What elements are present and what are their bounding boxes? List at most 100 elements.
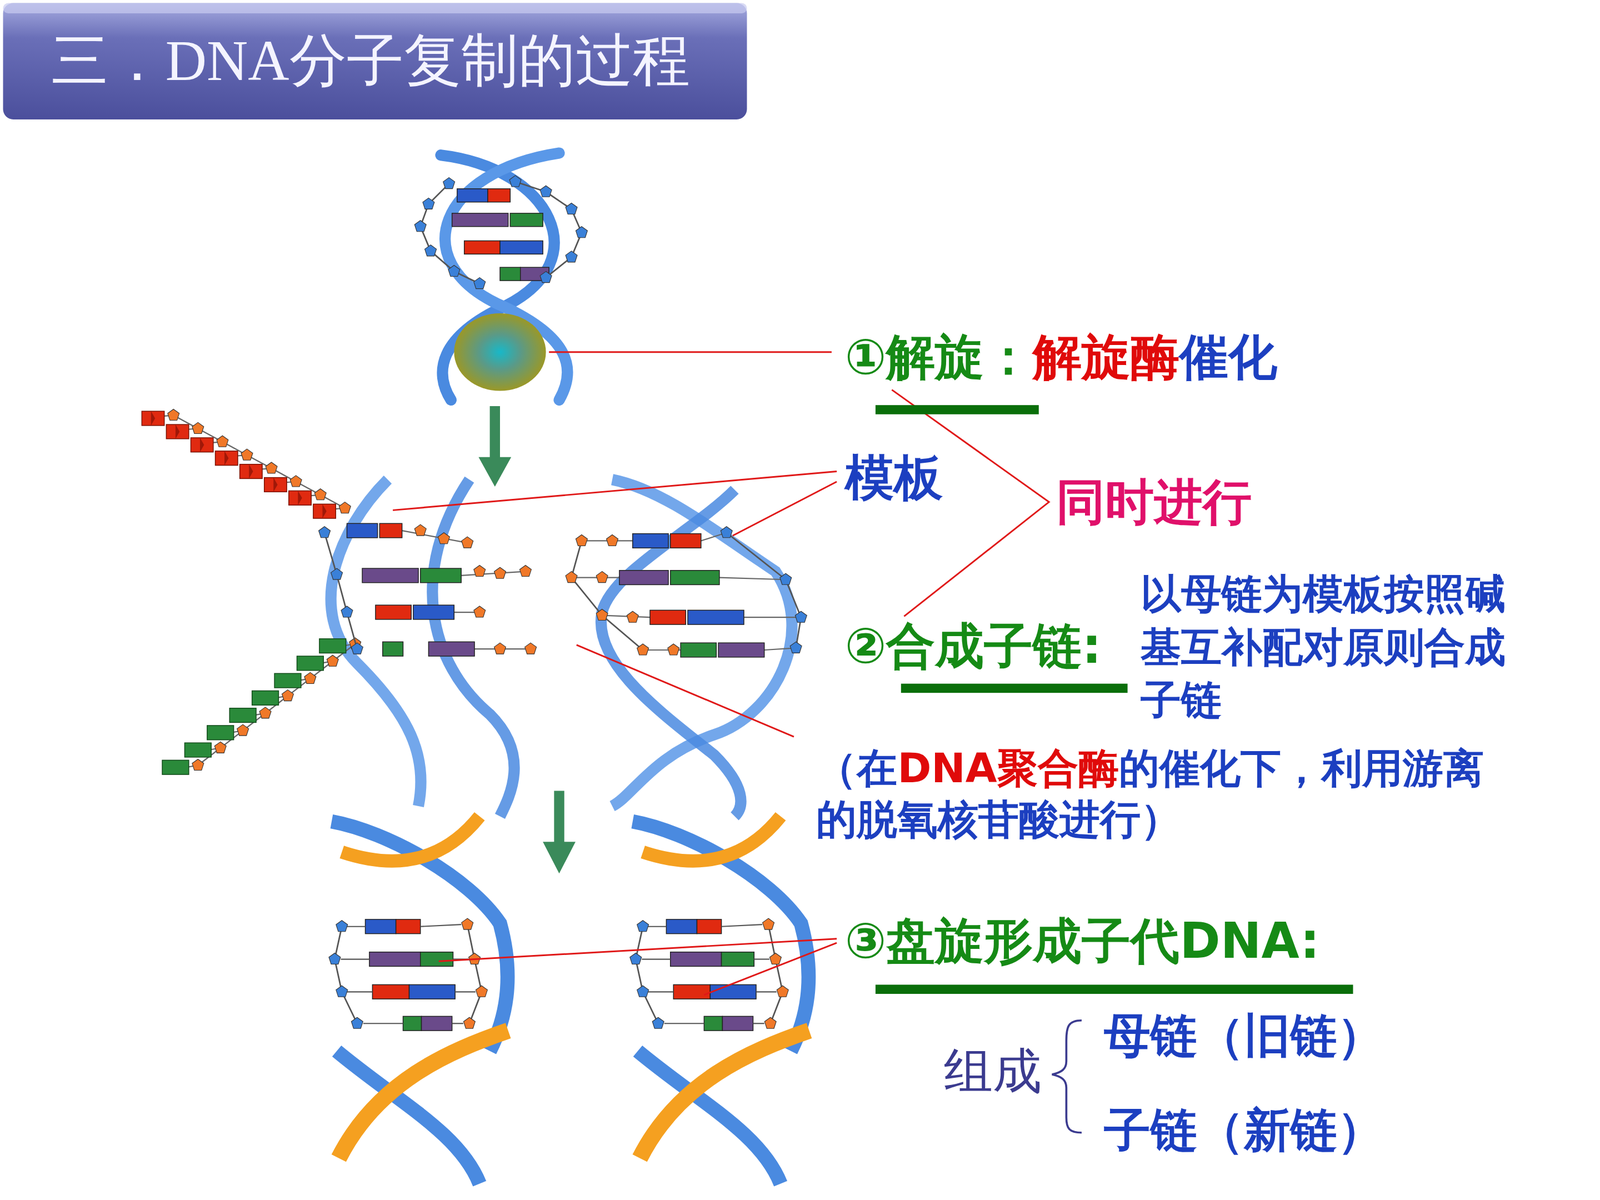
parent-dna [414, 153, 588, 400]
simultaneous-label: 同时进行 [1056, 472, 1252, 532]
replication-fork-part [190, 435, 228, 452]
parent-dna-part [453, 313, 546, 392]
replication-fork-part [795, 611, 807, 623]
replication-fork-part [719, 577, 786, 580]
replication-fork-part [743, 616, 802, 618]
replication-fork-part [351, 642, 363, 654]
step-arrow-part [542, 841, 576, 874]
parent-dna-part [510, 213, 543, 227]
composition-label-text: 组成 [943, 1043, 1042, 1099]
parent-dna-part [500, 240, 543, 254]
parent-dna-part [414, 220, 427, 232]
replication-fork-part [379, 523, 402, 538]
replication-fork-part [525, 642, 537, 654]
parent-dna-part [443, 177, 455, 189]
parent-dna-part [487, 188, 510, 203]
title-text-text: 三．DNA分子复制的过程 [51, 28, 690, 93]
replication-fork-part [420, 568, 462, 583]
replication-fork-part [519, 565, 532, 577]
replication-fork-part [720, 526, 733, 538]
replication-fork-part [184, 741, 227, 758]
replication-fork-part [215, 448, 253, 465]
replication-fork-part [274, 672, 317, 688]
strand-label: 母链（旧链） [1103, 1007, 1384, 1064]
brace [1052, 1020, 1082, 1133]
leader-line-part [703, 942, 837, 995]
step-label-text: ①解旋： [845, 328, 1034, 386]
replication-fork-part [414, 524, 427, 536]
composition-label: 组成 [943, 1042, 1042, 1102]
step-underline-part [875, 405, 1039, 415]
parent-dna-part [540, 271, 552, 283]
replication-fork-part [313, 502, 351, 519]
replication-fork-part [461, 571, 526, 576]
replication-fork-part [612, 479, 792, 807]
step-arrow-part [490, 406, 500, 460]
template-label-text: 模板 [845, 448, 943, 507]
parent-dna-part [565, 251, 578, 263]
replication-fork-part [637, 643, 649, 655]
parent-dna-part [457, 188, 488, 203]
step-label: ③盘旋形成子代DNA: [845, 911, 1320, 971]
replication-fork-part [428, 641, 475, 657]
replication-fork-part [494, 642, 507, 654]
daughter-dna [328, 816, 810, 1184]
replication-fork-part [670, 533, 702, 549]
parent-dna-part [448, 265, 460, 277]
leader-line-part [732, 481, 837, 536]
title-text: 三．DNA分子复制的过程 [51, 26, 690, 95]
daughter-dna-part [630, 816, 810, 1184]
replication-fork-part [790, 641, 802, 653]
parent-dna-part [500, 267, 521, 281]
replication-fork-part [667, 643, 680, 655]
parent-dna-part [515, 181, 582, 278]
parent-dna-part [425, 245, 437, 257]
replication-fork-part [162, 759, 204, 775]
replication-fork-part [575, 534, 588, 546]
parent-dna-part [422, 197, 435, 209]
replication-fork-part [626, 611, 639, 623]
replication-fork-part [606, 534, 619, 546]
replication-fork-part [229, 707, 272, 723]
replication-fork-part [718, 642, 765, 658]
leader-line-part [438, 938, 837, 962]
step-underline [875, 405, 1354, 994]
replication-fork-part [362, 568, 419, 583]
enzyme-note-text: （在 [816, 744, 898, 792]
leader-line-part [548, 351, 832, 353]
replication-fork-part [565, 571, 578, 583]
replication-fork-part [264, 475, 302, 492]
replication-fork [141, 409, 807, 817]
strand-label: 子链（新链） [1103, 1102, 1384, 1159]
replication-fork-part [726, 532, 802, 649]
replication-fork-part [680, 642, 717, 658]
step-label-text: ②合成子链: [845, 617, 1102, 675]
title-band [3, 3, 748, 120]
replication-fork-part [318, 526, 331, 538]
replication-fork-part [596, 571, 608, 583]
replication-fork-part [252, 690, 294, 706]
replication-fork-part [382, 641, 404, 657]
replication-fork-part [571, 576, 620, 578]
parent-dna-part [540, 185, 552, 197]
replication-fork-part [473, 565, 486, 577]
step-label-text: 催化 [1179, 328, 1278, 386]
parent-dna-part [509, 175, 522, 187]
parent-dna-part [565, 203, 578, 215]
step-label-text: 解旋酶 [1032, 328, 1180, 386]
enzyme-note-text: DNA聚合酶 [897, 744, 1119, 792]
step-label: ①解旋：解旋酶催化 [845, 327, 1278, 387]
replication-fork-part [402, 530, 468, 543]
step-description: 以母链为模板按照碱基互补配对原则合成子链 [1140, 567, 1534, 727]
step-arrow-part [553, 790, 564, 844]
leader-line-part [392, 471, 837, 511]
replication-fork-part [324, 532, 358, 649]
replication-fork-part [494, 567, 507, 579]
replication-fork-part [240, 462, 278, 479]
replication-fork-part [296, 655, 339, 671]
replication-fork-part [650, 610, 686, 625]
parent-dna-part [473, 277, 486, 289]
replication-fork-part [687, 610, 744, 625]
replication-fork-part [461, 536, 474, 548]
